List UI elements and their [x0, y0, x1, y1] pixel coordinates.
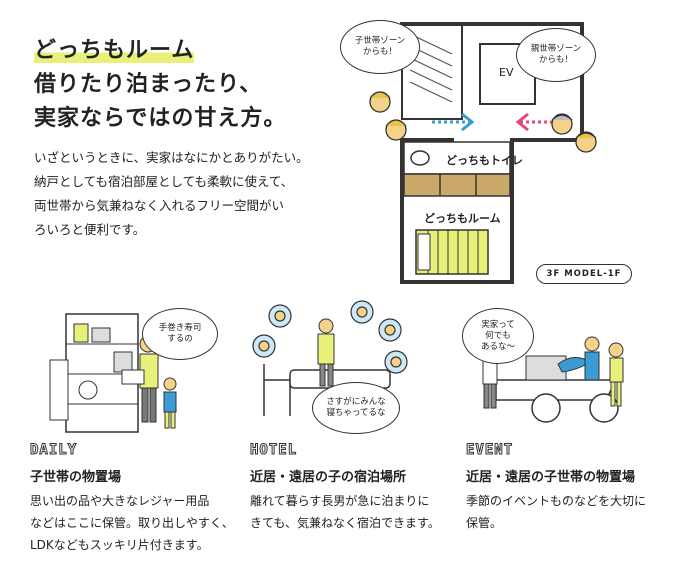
hero-body: いざというときに、実家はなにかとありがたい。 納戸としても宿泊部屋としても柔軟に… [34, 146, 309, 242]
card-desc-line: きても、気兼ねなく宿泊できます。 [250, 516, 440, 530]
card-desc-line: などはここに保管。取り出しやすく、 [30, 516, 234, 530]
card-desc-hotel: 離れて暮らす長男が急に泊まりに きても、気兼ねなく宿泊できます。 [250, 490, 440, 534]
card-subtitle-hotel: 近居・遠居の子の宿泊場所 [250, 470, 407, 485]
elevator-label: EV [499, 66, 514, 79]
card-desc-line: 保管。 [466, 516, 503, 530]
hero-body-line: ろいろと便利です。 [34, 222, 146, 237]
card-desc-line: LDKなどもスッキリ片付きます。 [30, 538, 209, 552]
floor-plan-drawing [369, 22, 597, 284]
category-label-event: EVENT [465, 442, 514, 459]
hero-title-line: 借りたり泊まったり、 [34, 72, 263, 97]
speech-bubble-parent-zone: 親世帯ゾーン からも！ [516, 28, 596, 82]
speech-bubble-daily: 手巻き寿司 するの [142, 308, 218, 360]
category-label-hotel: HOTEL [249, 442, 298, 459]
card-hotel: さすがにみんな 寝ちゃってるな HOTEL 近居・遠居の子の宿泊場所 離れて暮ら… [249, 300, 456, 570]
hero-title-line: 実家ならではの甘え方。 [34, 106, 287, 131]
card-subtitle-event: 近居・遠居の子世帯の物置場 [466, 470, 636, 485]
card-subtitle-daily: 子世帯の物置場 [30, 470, 122, 485]
hero-body-line: 納戸としても宿泊部屋としても柔軟に使えて、 [34, 174, 294, 189]
toilet-label: どっちもトイレ [446, 154, 523, 167]
floor-plan: 子世帯ゾーン からも！ 親世帯ゾーン からも！ EV どっちもトイレ どっちもル… [340, 14, 640, 286]
daily-illustration [49, 313, 177, 433]
card-desc-event: 季節のイベントものなどを大切に 保管。 [466, 490, 646, 534]
hero-body-line: 両世帯から気兼ねなく入れるフリー空間がい [34, 198, 285, 213]
card-desc-line: 季節のイベントものなどを大切に [466, 494, 647, 508]
hero-title: どっちもルーム 借りたり泊まったり、 実家ならではの甘え方。 [34, 34, 286, 136]
card-desc-line: 離れて暮らす長男が急に泊まりに [250, 494, 430, 508]
category-label-daily: DAILY [29, 442, 78, 459]
speech-bubble-child-zone: 子世帯ゾーン からも！ [340, 20, 420, 74]
speech-bubble-event: 実家って 何でも あるな〜 [462, 308, 534, 364]
model-badge: 3F MODEL-1F [536, 264, 632, 284]
speech-bubble-hotel: さすがにみんな 寝ちゃってるな [312, 382, 400, 434]
card-event: 実家って 何でも あるな〜 EVENT 近居・遠居の子世帯の物置場 季節のイベン… [462, 300, 676, 570]
hero-body-line: いざというときに、実家はなにかとありがたい。 [34, 150, 309, 165]
hero-title-line: どっちもルーム [34, 38, 195, 63]
event-illustration [482, 336, 624, 423]
card-desc-daily: 思い出の品や大きなレジャー用品 などはここに保管。取り出しやすく、 LDKなども… [30, 490, 234, 556]
card-desc-line: 思い出の品や大きなレジャー用品 [30, 494, 210, 508]
room-label: どっちもルーム [424, 212, 501, 225]
card-daily: 手巻き寿司 するの DAILY 子世帯の物置場 思い出の品や大きなレジャー用品 … [29, 300, 236, 570]
